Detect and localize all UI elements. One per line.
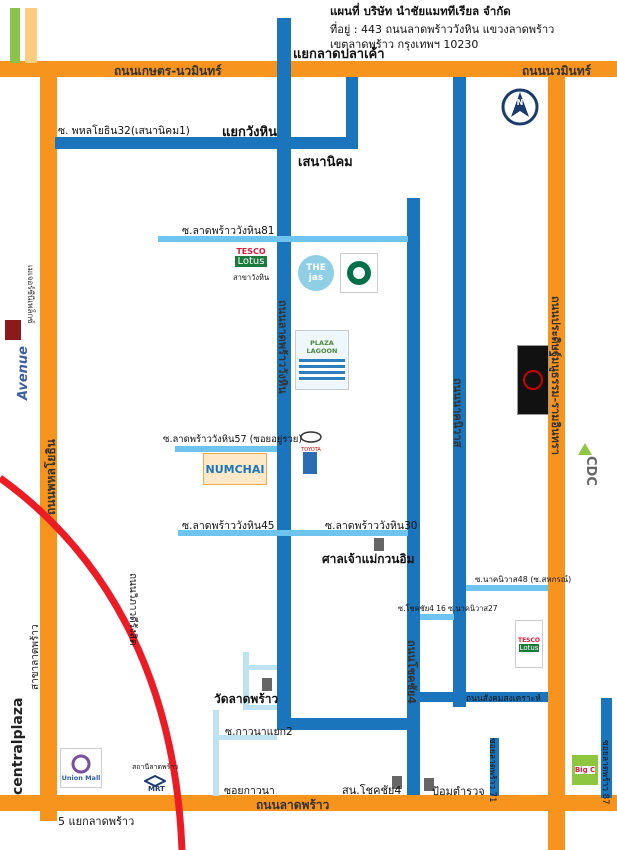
label-police-box: ป้อมตำรวจ <box>432 785 485 798</box>
the-jas-logo: THE jas <box>298 255 334 291</box>
label-ladprao71: ซอยลาดพร้าว 71 <box>487 738 497 803</box>
road-soi81 <box>158 236 408 242</box>
union-mall-logo: Union Mall <box>60 748 102 788</box>
label-ladprao87: ซอยลาดพร้าว 87 <box>600 740 610 805</box>
road-soi-wat-h1 <box>243 665 277 670</box>
plaza-lagoon-logo: PLAZA LAGOON <box>295 330 349 390</box>
central-plaza-logo: centralplaza <box>10 697 26 795</box>
road-sukon-sangkhro <box>420 692 548 702</box>
north-arrow-icon: N <box>501 88 539 126</box>
label-major-cineplex: เมเจอร์ซีนีเพล็กซ์ <box>26 265 35 324</box>
road-chok-chai4 <box>407 198 420 795</box>
label-sukon-sangkhro: ถนนสังคมสงเคราะห์ <box>466 694 541 704</box>
label-praditmanutham: ถนนประดิษฐ์มนูธรรม-รามอินทรา <box>549 296 562 455</box>
label-soi45: ซ.ลาดพร้าววังหิน45 <box>182 520 275 532</box>
label-mrt-station: สถานีลาดพร้าว <box>132 763 179 771</box>
header-line2: ที่อยู่ : 443 ถนนลาดพร้าววังหิน แขวงลาดพ… <box>330 23 555 36</box>
label-vibhavadi: ถนนวิภาวดีรังสิต <box>127 573 138 646</box>
north-label: N <box>517 98 524 107</box>
label-phahonyothin: ถนนพหลโยธิน <box>44 439 58 515</box>
major-cineplex-logo <box>5 320 21 340</box>
label-soi-chok-chai-16: ซ.โชคชัย4 16 <box>398 604 446 613</box>
road-ladprao <box>0 795 617 811</box>
tesco-right-text: TESCO <box>517 636 541 644</box>
label-soi81: ซ.ลาดพร้าววังหิน81 <box>182 225 275 237</box>
label-wat-ladprao: วัดลาดพร้าว <box>214 692 279 706</box>
road-phahon32 <box>55 137 358 149</box>
header-line3: เขตลาดพร้าว กรุงเทพฯ 10230 <box>330 38 479 51</box>
label-kaset-nawamin: ถนนเกษตร-นวมินทร์ <box>114 64 222 78</box>
road-ladprao-wanghin <box>277 18 291 730</box>
label-ladprao-wanghin: ถนนลาดพร้าววังหิน <box>276 300 289 394</box>
label-lat-pla-khao: แยกลาดปลาเค้า <box>293 47 385 62</box>
label-mrt: MRT <box>148 785 165 793</box>
union-mall-text: Union Mall <box>61 774 101 782</box>
toyota-logo: TOYOTA <box>297 428 325 453</box>
road-nak-niwat <box>453 77 466 707</box>
top-left-sign <box>10 8 20 63</box>
road-soi57 <box>175 446 277 452</box>
plaza-lagoon-text: PLAZA LAGOON <box>306 339 338 355</box>
label-chok-chai4: ถนนโชคชัย4 <box>405 640 418 704</box>
bank-logo <box>303 452 317 474</box>
label-junction5: 5 แยกลาดพร้าว <box>58 815 135 828</box>
road-ladprao71 <box>490 738 499 796</box>
label-nawamin: ถนนนวมินทร์ <box>522 64 592 78</box>
starbucks-logo <box>340 253 378 293</box>
road-phahon32-ext <box>346 77 358 149</box>
label-soi-nak-niwat-48: ซ.นาคนิวาส48 (ซ.สหกรณ์) <box>475 575 572 584</box>
label-nak-niwat: ถนนนาคนิวาส <box>451 378 464 448</box>
big-c-logo: Big C <box>572 755 598 785</box>
label-central-plaza-branch: สาขาลาดพร้าว <box>30 624 41 690</box>
road-soi-wat <box>243 652 249 710</box>
shrine-marker-icon <box>374 538 384 551</box>
road-kaset-nawamin <box>0 61 617 77</box>
road-soi-wat-h2 <box>243 705 277 710</box>
top-left-sign-2 <box>25 8 37 63</box>
label-soi-nak-niwat-27: ซ.นาคนิวาส27 <box>448 604 498 613</box>
numchai-logo: NUMCHAI <box>203 453 267 485</box>
building-logo <box>517 345 549 415</box>
cdc-logo: CDC <box>578 440 602 530</box>
road-soi-nak-niwat-48 <box>466 585 548 591</box>
tesco-lotus-logo: TESCO Lotus <box>228 243 274 271</box>
avenue-logo: Avenue <box>16 346 31 400</box>
label-soi30: ซ.ลาดพร้าววังหิน30 <box>325 520 418 532</box>
mrt-logo <box>142 772 168 788</box>
label-phahon32: ซ. พหลโยธิน32(เสนานิคม1) <box>58 125 190 137</box>
road-wanghin-lower <box>277 718 420 730</box>
label-police: สน.โชคชัย4 <box>342 784 402 797</box>
lotus-text: Lotus <box>234 256 268 267</box>
toyota-text: TOYOTA <box>301 447 321 453</box>
label-wang-hin: แยกวังหิน <box>222 125 277 140</box>
label-soi-kaona: ซอยกาวนา <box>224 785 275 797</box>
road-soi-16-27 <box>420 614 454 620</box>
header-line1: แผนที่ บริษัท นำชัยแมททีเรียล จำกัด <box>330 4 511 18</box>
tesco-lotus-right-logo: TESCO Lotus <box>515 620 543 668</box>
road-soi45-30 <box>178 530 408 536</box>
label-soi-kaonakha: ซ.กาวนาแยก2 <box>225 726 293 738</box>
lotus-right-text: Lotus <box>518 643 540 652</box>
road-ladprao87 <box>601 698 612 798</box>
label-lotus-branch: สาขาวังหิน <box>233 273 270 282</box>
wat-marker-icon <box>262 678 272 691</box>
big-c-text: Big C <box>574 766 596 774</box>
cdc-text: CDC <box>583 456 598 486</box>
label-shrine: ศาลเจ้าแม่กวนอิม <box>322 552 415 566</box>
label-soi57: ซ.ลาดพร้าววังหิน57 (ซอยอยู่รวย) <box>163 434 303 445</box>
police-marker-icon <box>392 776 402 789</box>
police-box-marker-icon <box>424 778 434 791</box>
numchai-text: NUMCHAI <box>205 462 265 476</box>
road-praditmanutham <box>548 61 565 850</box>
tesco-text: TESCO <box>236 247 266 256</box>
road-soi-kaona <box>213 710 219 796</box>
label-ladprao: ถนนลาดพร้าว <box>256 798 330 812</box>
road-soi-kaona-h <box>213 735 277 740</box>
the-jas-text: THE jas <box>306 263 326 283</box>
label-sena-nikhom: เสนานิคม <box>298 155 353 170</box>
road-phahonyothin <box>40 61 57 821</box>
